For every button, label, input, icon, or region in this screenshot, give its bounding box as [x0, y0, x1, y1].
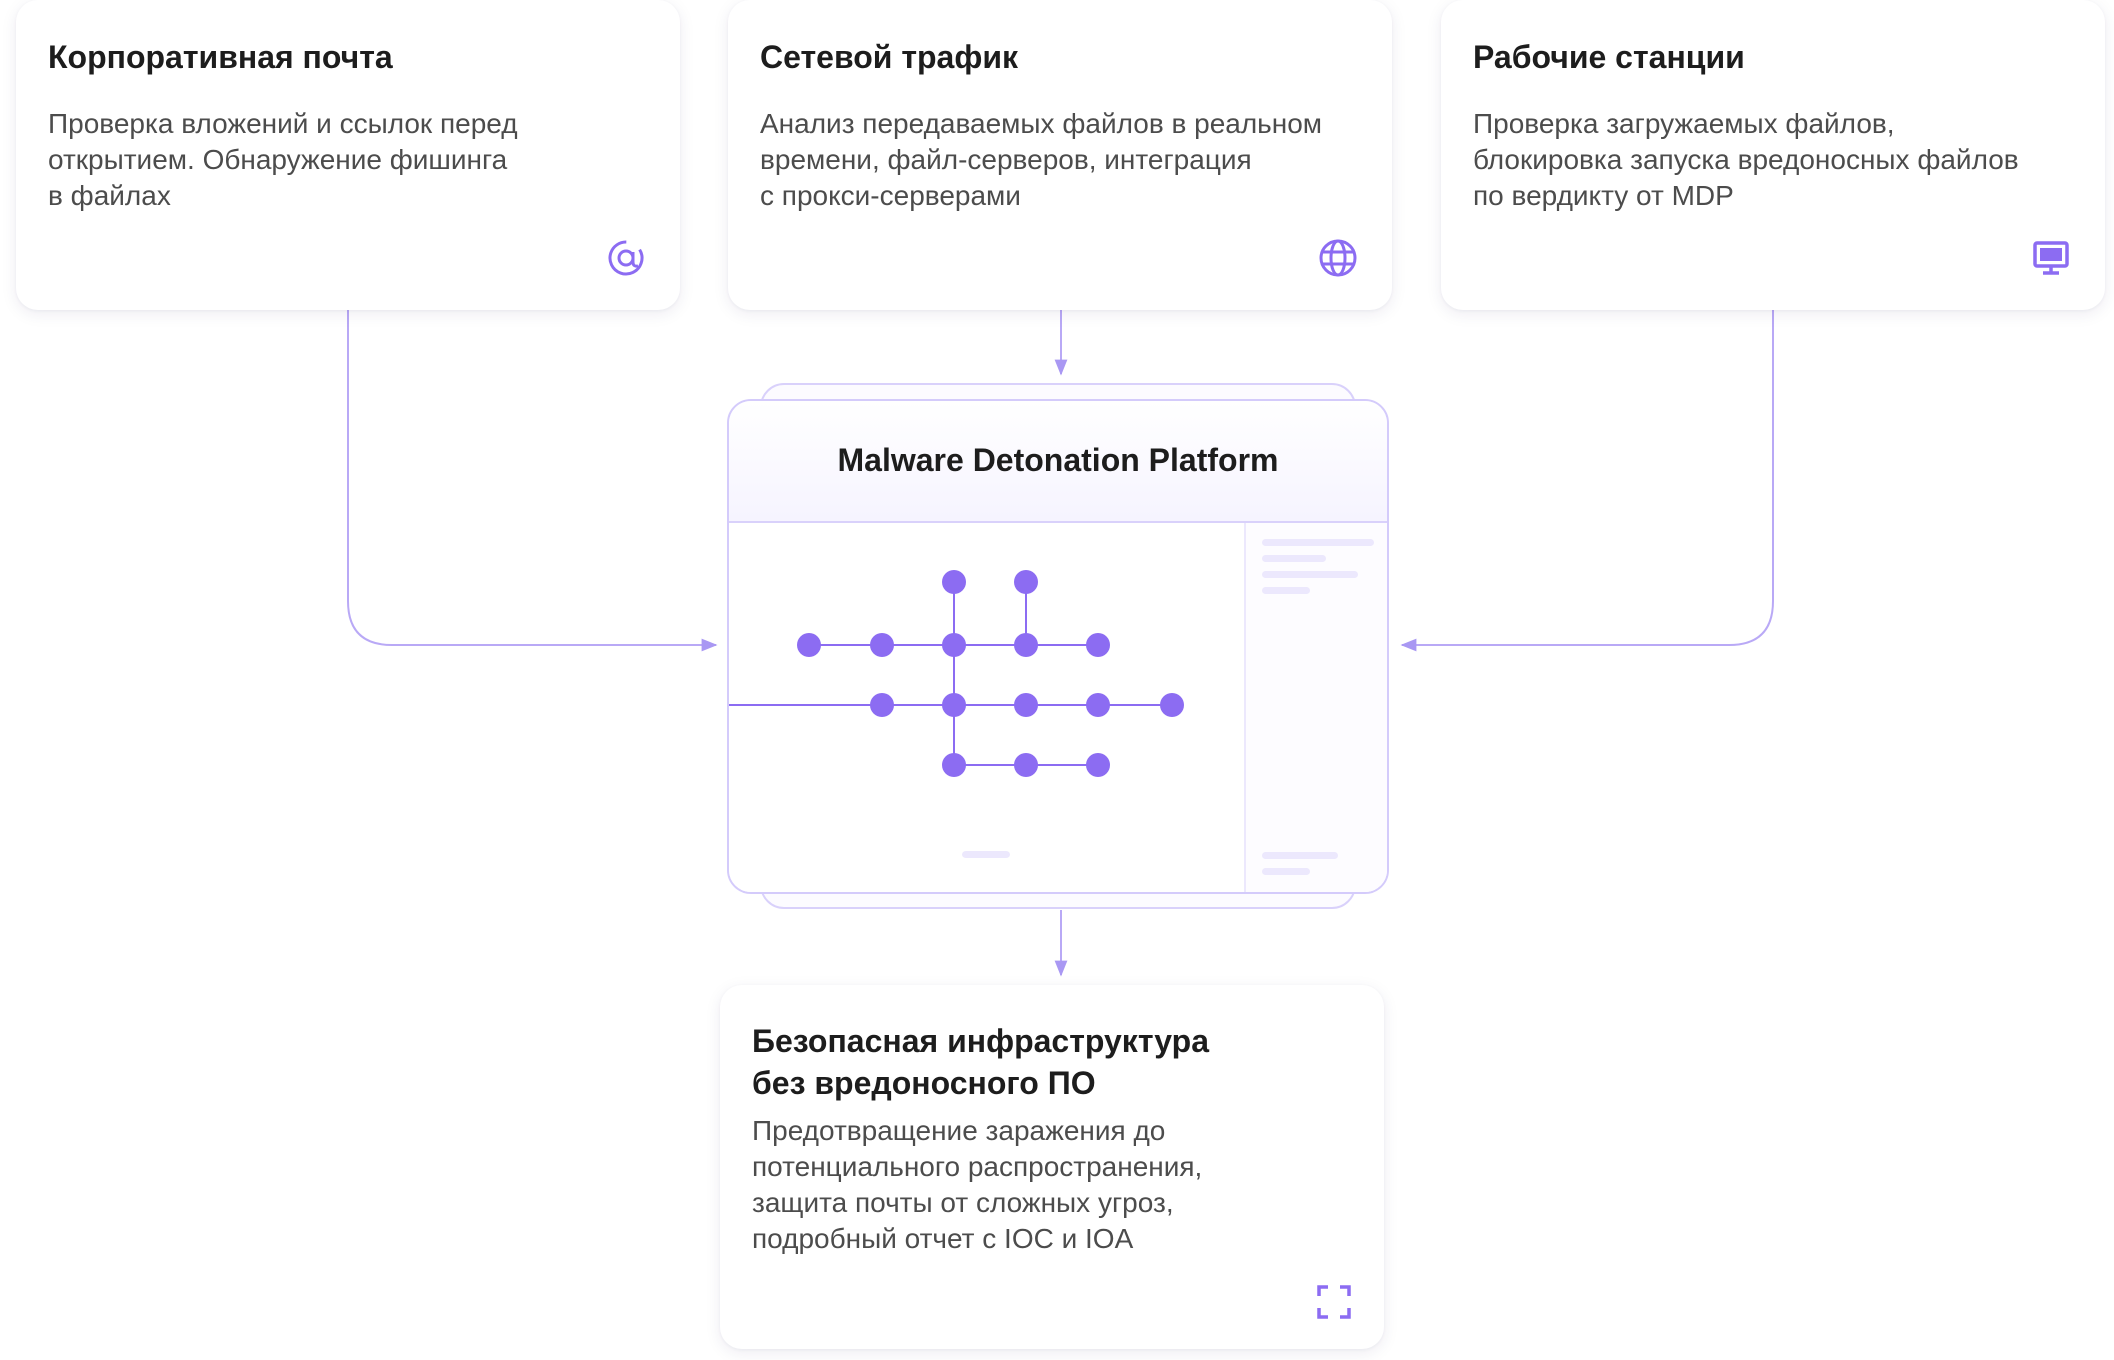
card-title: Сетевой трафик — [760, 39, 1019, 75]
platform-window: Malware Detonation Platform — [727, 399, 1389, 894]
card-description-line: подробный отчет с IOC и IOA — [752, 1223, 1134, 1254]
card-title: Рабочие станции — [1473, 39, 1745, 75]
card-title: Корпоративная почта — [48, 39, 393, 75]
card-title-line: Безопасная инфраструктура — [752, 1023, 1209, 1059]
platform-title: Malware Detonation Platform — [837, 442, 1279, 478]
card-secure-infrastructure: Безопасная инфраструктура без вредоносно… — [720, 985, 1384, 1349]
card-description: Проверка загружаемых файлов, блокировка … — [1473, 106, 2069, 214]
card-description: Анализ передаваемых файлов в реальном вр… — [760, 106, 1356, 214]
card-description-line: по вердикту от MDP — [1473, 180, 1734, 211]
connector-email-to-platform — [347, 310, 718, 652]
card-description: Предотвращение заражения до потенциально… — [752, 1113, 1348, 1257]
card-description-line: Проверка вложений и ссылок перед — [48, 108, 518, 139]
placeholder-bar — [1262, 868, 1310, 875]
card-description-line: блокировка запуска вредоносных файлов — [1473, 144, 2019, 175]
card-corporate-email: Корпоративная почта Проверка вложений и … — [16, 0, 680, 310]
card-title-line: без вредоносного ПО — [752, 1065, 1096, 1101]
placeholder-bar — [1262, 587, 1310, 594]
card-title: Безопасная инфраструктура без вредоносно… — [752, 1020, 1344, 1104]
scan-frame-icon — [1317, 1285, 1351, 1319]
card-description-line: Анализ передаваемых файлов в реальном — [760, 108, 1323, 139]
placeholder-bar — [1262, 555, 1326, 562]
placeholder-bar — [1262, 852, 1338, 859]
placeholder-bar — [1262, 571, 1358, 578]
card-description-line: потенциального распространения, — [752, 1151, 1203, 1182]
card-workstations: Рабочие станции Проверка загружаемых фай… — [1441, 0, 2105, 310]
card-description: Проверка вложений и ссылок перед открыти… — [48, 106, 644, 214]
platform-sidebar — [1244, 523, 1387, 892]
card-description-line: в файлах — [48, 180, 171, 211]
card-description-line: времени, файл-серверов, интеграция — [760, 144, 1252, 175]
placeholder-bar — [1262, 539, 1374, 546]
at-sign-icon — [608, 240, 644, 276]
globe-icon — [1319, 239, 1357, 277]
process-tree-icon — [729, 570, 1184, 858]
connector-workstations-to-platform — [1400, 310, 1774, 652]
card-description-line: открытием. Обнаружение фишинга — [48, 144, 508, 175]
monitor-icon — [2033, 241, 2069, 275]
platform-header: Malware Detonation Platform — [729, 401, 1387, 523]
card-network-traffic: Сетевой трафик Анализ передаваемых файло… — [728, 0, 1392, 310]
card-description-line: Предотвращение заражения до — [752, 1115, 1166, 1146]
card-description-line: Проверка загружаемых файлов, — [1473, 108, 1895, 139]
card-description-line: с прокси-серверами — [760, 180, 1021, 211]
card-description-line: защита почты от сложных угроз, — [752, 1187, 1174, 1218]
